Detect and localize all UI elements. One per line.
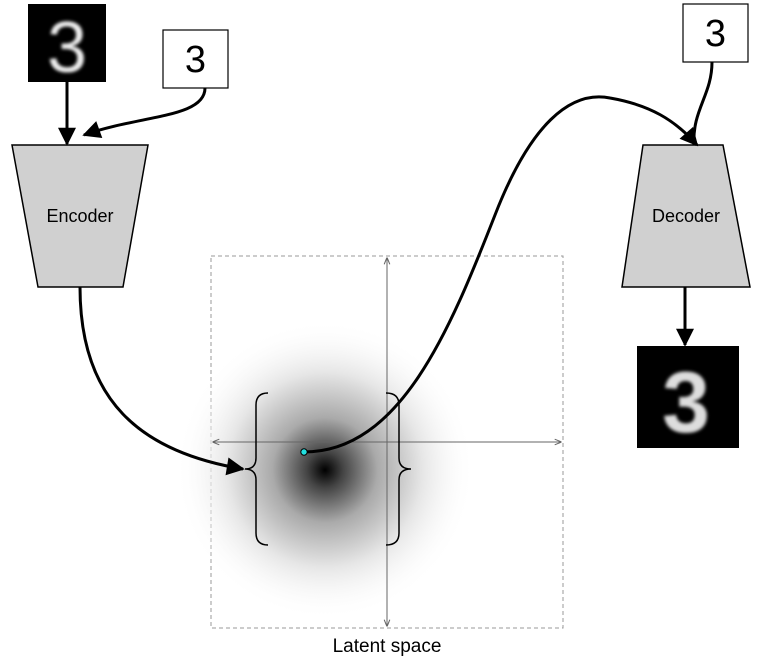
- latent-caption: Latent space: [333, 636, 442, 657]
- latent-to-decoder-curve: [303, 95, 699, 454]
- output-digit-image: 3: [637, 346, 739, 451]
- decoder-block: Decoder: [621, 144, 751, 288]
- label-to-encoder-arrow: [82, 87, 207, 139]
- svg-text:3: 3: [705, 13, 726, 55]
- encoder-block: Encoder: [11, 144, 149, 288]
- gaussian-density: [112, 257, 538, 662]
- input-digit-image: 3: [28, 4, 106, 88]
- svg-text:3: 3: [662, 355, 710, 451]
- input-label-box: 3: [162, 29, 229, 89]
- latent-space: Latent space: [112, 255, 564, 662]
- svg-text:Encoder: Encoder: [46, 206, 113, 226]
- svg-text:Decoder: Decoder: [652, 206, 720, 226]
- left-brace: [244, 392, 269, 546]
- encoder-to-latent-arrow: [78, 286, 245, 476]
- label-to-decoder-arrow: [692, 61, 714, 146]
- decoder-condition-box: 3: [682, 3, 749, 63]
- svg-text:3: 3: [47, 8, 87, 88]
- right-brace: [385, 392, 412, 546]
- sample-point: [300, 448, 308, 456]
- svg-text:3: 3: [185, 39, 206, 81]
